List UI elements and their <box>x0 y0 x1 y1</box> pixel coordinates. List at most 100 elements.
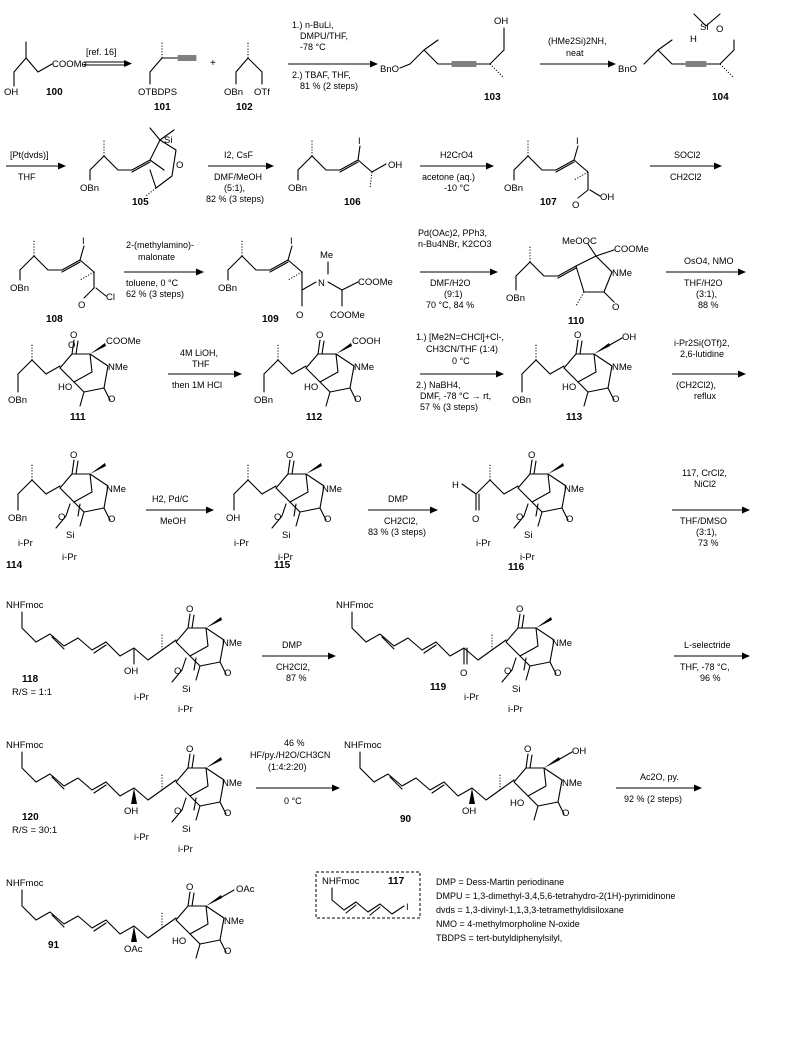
condition-a2-line1: 1.) n-BuLi, <box>292 20 334 30</box>
label-ipr-114a: i-Pr <box>18 538 33 549</box>
condition-a13-line3: (CH2Cl2), <box>676 380 716 390</box>
arrow-1: [ref. 16] <box>84 47 132 67</box>
condition-a18-line1: L-selectride <box>684 640 731 650</box>
condition-a13-line2: 2,6-lutidine <box>680 349 724 359</box>
structure-101: OTBDPS 101 <box>138 42 197 113</box>
condition-a17-line1: DMP <box>282 640 302 650</box>
condition-a4-line2: THF <box>18 172 36 182</box>
compound-number-90: 90 <box>400 814 412 825</box>
condition-a1-line1: [ref. 16] <box>86 47 117 57</box>
condition-a18-line2: THF, -78 °C, <box>680 662 730 672</box>
label-i-106: I <box>358 136 361 147</box>
label-obn-105: OBn <box>80 183 99 194</box>
label-ipr-114b: i-Pr <box>62 552 77 563</box>
label-o-91b: O <box>224 946 231 957</box>
condition-a12-line1: 1.) [Me2N=CHCl]+Cl-, <box>416 332 504 342</box>
label-o-118: O <box>186 604 193 615</box>
condition-a14-line2: MeOH <box>160 516 186 526</box>
arrow-19: 46 % HF/py./H2O/CH3CN (1:4:2:20) 0 °C <box>250 738 340 806</box>
label-oh-115: OH <box>226 513 240 524</box>
condition-a16-line5: 73 % <box>698 538 719 548</box>
condition-a8-line3: toluene, 0 °C <box>126 278 179 288</box>
condition-a9-line5: 70 °C, 84 % <box>426 300 474 310</box>
label-obn-110: OBn <box>506 293 525 304</box>
label-o-91: O <box>186 882 193 893</box>
condition-a19-line3: (1:4:2:20) <box>268 762 307 772</box>
condition-a16-line1: 117, CrCl2, <box>682 468 727 478</box>
label-otbdps-101: OTBDPS <box>138 87 177 98</box>
label-o-118b: O <box>224 668 231 679</box>
condition-a12-line6: 57 % (3 steps) <box>420 402 478 412</box>
label-oh-107: OH <box>600 192 614 203</box>
label-nhfmoc-120: NHFmoc <box>6 740 44 751</box>
label-o-109: O <box>296 310 303 321</box>
label-obn-109: OBn <box>218 283 237 294</box>
compound-number-119: 119 <box>430 682 447 693</box>
condition-a9-line1: Pd(OAc)2, PPh3, <box>418 228 487 238</box>
label-ipr-118b: i-Pr <box>178 704 193 715</box>
label-obn-112: OBn <box>254 395 273 406</box>
compound-number-100: 100 <box>46 87 63 98</box>
label-si-120: Si <box>182 824 190 835</box>
structure-118: NHFmoc OH O NMe O O Si i-Pr i-Pr 118 R/S… <box>6 600 242 715</box>
label-nme-90: NMe <box>562 778 582 789</box>
label-nhfmoc-91: NHFmoc <box>6 878 44 889</box>
label-o-114b: O <box>108 514 115 525</box>
label-h-104: H <box>690 34 697 45</box>
label-ipr-119a: i-Pr <box>464 692 479 703</box>
structure-114: OBn O NMe O O Si i-Pr i-Pr 114 <box>6 450 126 571</box>
label-o-118c: O <box>174 666 181 677</box>
label-o-111b: O <box>70 330 77 341</box>
label-nhfmoc-117: NHFmoc <box>322 876 360 887</box>
condition-a10-line3: (3:1), <box>696 289 717 299</box>
label-obn-106: OBn <box>288 183 307 194</box>
label-nhfmoc-90: NHFmoc <box>344 740 382 751</box>
arrow-11: 4M LiOH, THF then 1M HCl <box>168 348 242 390</box>
structure-108: OBn I O Cl 108 <box>10 236 115 325</box>
label-si-104: Si <box>700 22 708 33</box>
label-o-113b: O <box>612 394 619 405</box>
structure-104: BnO Si O H 104 <box>618 13 735 103</box>
condition-a2-line2: DMPU/THF, <box>300 31 348 41</box>
label-si-115: Si <box>282 530 290 541</box>
label-ipr-116a: i-Pr <box>476 538 491 549</box>
condition-a5-line2: DMF/MeOH <box>214 172 262 182</box>
condition-a17-line2: CH2Cl2, <box>276 662 310 672</box>
label-o-115c: O <box>274 512 281 523</box>
label-o-120b: O <box>224 808 231 819</box>
compound-number-106: 106 <box>344 197 361 208</box>
abbreviation-dmp: DMP = Dess-Martin periodinane <box>436 877 564 887</box>
condition-a2-line5: 81 % (2 steps) <box>300 81 358 91</box>
condition-a19-line4: 0 °C <box>284 796 302 806</box>
abbreviation-dmpu: DMPU = 1,3-dimethyl-3,4,5,6-tetrahydro-2… <box>436 891 675 901</box>
label-o-108: O <box>78 300 85 311</box>
compound-number-118: 118 <box>22 674 39 685</box>
compound-number-103: 103 <box>484 92 501 103</box>
label-o-114: O <box>70 450 77 461</box>
structure-107: OBn I O OH 107 <box>504 136 614 211</box>
compound-number-113: 113 <box>566 412 583 423</box>
label-o-119a: O <box>460 668 467 679</box>
compound-number-110: 110 <box>568 316 585 327</box>
label-nme-113: NMe <box>612 362 632 373</box>
condition-a14-line1: H2, Pd/C <box>152 494 189 504</box>
label-ipr-119b: i-Pr <box>508 704 523 715</box>
compound-number-111: 111 <box>70 412 86 423</box>
label-oh-113: OH <box>622 332 636 343</box>
compound-number-120: 120 <box>22 812 39 823</box>
label-oac-91a: OAc <box>124 944 143 955</box>
condition-a11-line1: 4M LiOH, <box>180 348 218 358</box>
label-i-108: I <box>82 236 85 247</box>
condition-a15-line1: DMP <box>388 494 408 504</box>
condition-a10-line2: THF/H2O <box>684 278 723 288</box>
label-nme-115: NMe <box>322 484 342 495</box>
compound-number-115: 115 <box>274 560 291 571</box>
arrow-3: (HMe2Si)2NH, neat <box>540 36 616 68</box>
compound-number-116: 116 <box>508 562 525 573</box>
label-o-111a: O <box>68 340 75 351</box>
label-oh-106: OH <box>388 160 402 171</box>
label-bno-103: BnO <box>380 64 399 75</box>
compound-number-117: 117 <box>388 876 405 887</box>
compound-number-102: 102 <box>236 102 253 113</box>
structure-100: OH COOMe 100 <box>4 41 87 98</box>
